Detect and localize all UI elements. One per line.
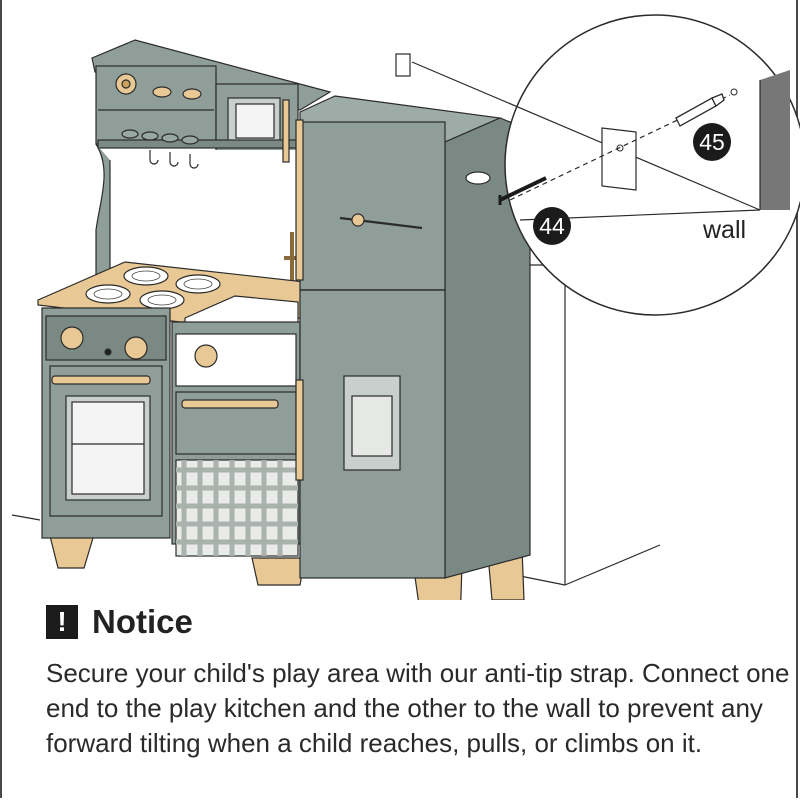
warning-icon: !	[46, 605, 78, 639]
fridge	[295, 95, 531, 579]
center-cabinet	[171, 321, 301, 557]
notice-heading: ! Notice	[46, 603, 193, 641]
burners	[85, 266, 221, 310]
callout-44: 44	[533, 207, 571, 245]
oven	[41, 307, 171, 539]
callout-45: 45	[693, 123, 731, 161]
notice-title: Notice	[92, 603, 193, 640]
callout-45-label: 45	[699, 129, 725, 155]
gingham-curtain	[176, 460, 298, 556]
wall-bracket-small	[395, 53, 411, 77]
screw-44-icon	[498, 176, 547, 205]
anchor-45-icon	[675, 93, 725, 127]
notice-body: Secure your child's play area with our a…	[46, 658, 790, 758]
detail-magnifier	[411, 14, 800, 316]
wall-label: wall	[702, 216, 746, 244]
callout-44-label: 44	[539, 213, 565, 239]
hutch	[91, 39, 332, 292]
kitchen-illustration: 44 45 wall	[11, 14, 800, 600]
